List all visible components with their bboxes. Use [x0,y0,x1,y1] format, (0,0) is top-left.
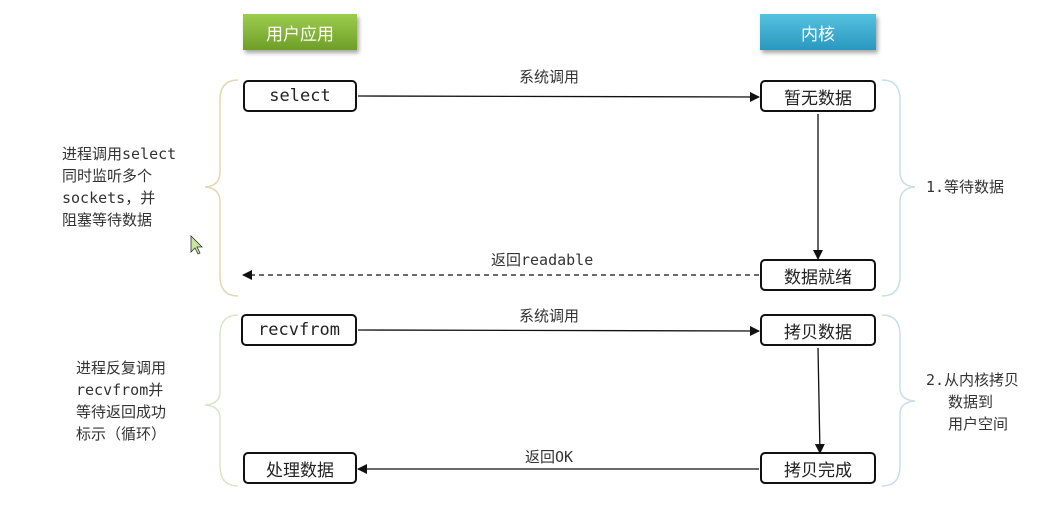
copy-data-box: 拷贝数据 [760,314,876,346]
data-ready-box: 数据就绪 [760,259,876,291]
select-box: select [243,80,357,112]
right-note-2-line: 用户空间 [948,415,1009,433]
right-note-1: 1.等待数据 [926,178,1005,196]
left-note-1-line: 同时监听多个 [62,167,153,185]
syscall-arrow-1 [357,91,760,102]
left-note-1-line: 进程调用select [62,145,177,163]
left-note-1-line: 阻塞等待数据 [62,211,153,229]
left-note-2-line: 进程反复调用 [76,359,167,377]
left-note-2-line: 等待返回成功 [76,403,167,421]
kernel-header: 内核 [760,14,876,50]
recvfrom-box: recvfrom [241,314,357,346]
right-note-2-line: 2.从内核拷贝 [926,371,1020,389]
user-app-header: 用户应用 [243,14,357,50]
return-readable-label: 返回readable [491,251,594,269]
left-note-1-line: sockets，并 [62,189,156,207]
left-brace-2 [204,314,239,487]
syscall-label-2: 系统调用 [519,307,580,325]
cursor-icon [190,235,203,255]
process-data-box: 处理数据 [243,452,357,484]
right-brace-2 [881,314,916,487]
syscall-label-1: 系统调用 [519,68,580,86]
left-note-2-line: 标示（循环） [76,425,167,443]
right-brace-1 [881,79,916,297]
left-brace-1 [204,79,239,297]
left-note-2: 进程反复调用 recvfrom并 等待返回成功 标示（循环） [76,357,166,445]
syscall-arrow-2 [357,325,760,336]
copy-done-box: 拷贝完成 [760,452,876,484]
left-note-2-line: recvfrom并 [76,381,164,399]
return-ok-label: 返回OK [525,448,574,466]
copy-arrow [814,347,825,454]
no-data-box: 暂无数据 [760,80,876,112]
left-note-1: 进程调用select 同时监听多个 sockets，并 阻塞等待数据 [62,143,176,231]
right-note-2: 2.从内核拷贝 数据到 用户空间 [926,369,1019,435]
right-note-2-line: 数据到 [948,393,994,411]
